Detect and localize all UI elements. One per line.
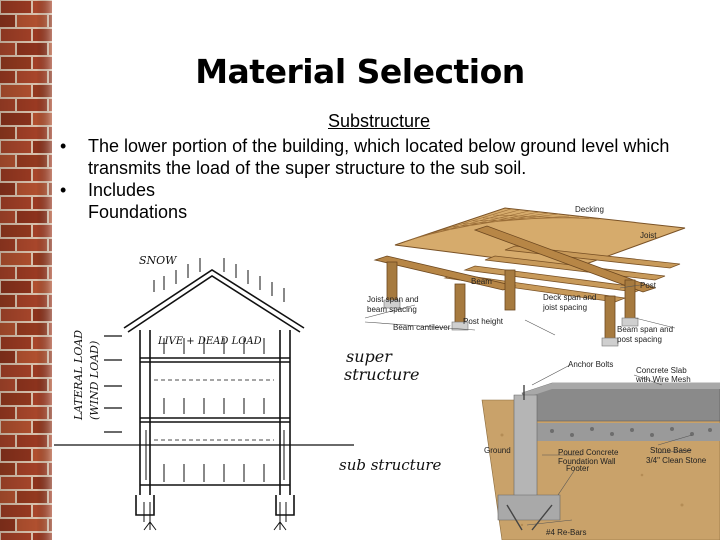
deck-span-label: Deck span and <box>543 293 596 302</box>
lateral-load-label: LATERAL LOAD <box>72 330 85 421</box>
slab-label-line1: Concrete Slab <box>636 366 687 375</box>
beam-cantilever-label: Beam cantilever <box>393 323 451 332</box>
wind-load-label: (WIND LOAD) <box>88 341 101 420</box>
deck-framing-figure: Decking Joist Beam Post Joist span and b… <box>335 200 720 350</box>
stone-base-label: Stone Base <box>650 446 692 455</box>
foundation-section-figure: Anchor Bolts Concrete Slab with Wire Mes… <box>462 355 720 540</box>
load-diagram-figure: SNOW LIVE + DEAD LOAD LATERAL LOAD (WIND… <box>54 240 459 540</box>
anchor-bolts-label: Anchor Bolts <box>568 360 613 369</box>
post-label: Post <box>640 281 657 290</box>
brick-wall-decoration <box>0 0 52 540</box>
poured-concrete-label-line2: Foundation Wall <box>558 457 616 466</box>
beam-spacing-label: beam spacing <box>367 305 417 314</box>
post-spacing-label: post spacing <box>617 335 662 344</box>
section-subheading: Substructure <box>328 111 431 131</box>
rebars-label: #4 Re-Bars <box>546 528 586 537</box>
snow-label: SNOW <box>139 254 178 267</box>
beam-label: Beam <box>471 277 492 286</box>
joist-spacing-label: joist spacing <box>542 303 587 312</box>
bullet-list: • The lower portion of the building, whi… <box>54 135 714 223</box>
slide-title: Material Selection <box>195 52 525 91</box>
bullet-item: • The lower portion of the building, whi… <box>54 135 714 179</box>
structure-label: structure <box>344 365 419 384</box>
bullet-marker: • <box>60 180 67 200</box>
footer-label: Footer <box>566 464 589 473</box>
poured-concrete-label-line1: Poured Concrete <box>558 448 619 457</box>
sub-structure-label: sub structure <box>339 456 442 474</box>
clean-stone-label: 3/4" Clean Stone <box>646 456 707 465</box>
decking-label: Decking <box>575 205 604 214</box>
joist-span-label: Joist span and <box>367 295 419 304</box>
bullet-marker: • <box>60 136 67 156</box>
super-label: super <box>346 347 393 366</box>
joist-label: Joist <box>640 231 657 240</box>
ground-label: Ground <box>484 446 511 455</box>
live-dead-load-label: LIVE + DEAD LOAD <box>157 336 262 347</box>
sub-item-foundations: Foundations <box>88 202 188 222</box>
bullet-text: The lower portion of the building, which… <box>88 136 670 178</box>
beam-span-label: Beam span and <box>617 325 673 334</box>
bullet-item: • Includes <box>54 179 714 201</box>
slab-label-line2: with Wire Mesh <box>635 375 691 384</box>
bullet-text: Includes <box>88 180 156 200</box>
post-height-label: Post height <box>463 317 504 326</box>
